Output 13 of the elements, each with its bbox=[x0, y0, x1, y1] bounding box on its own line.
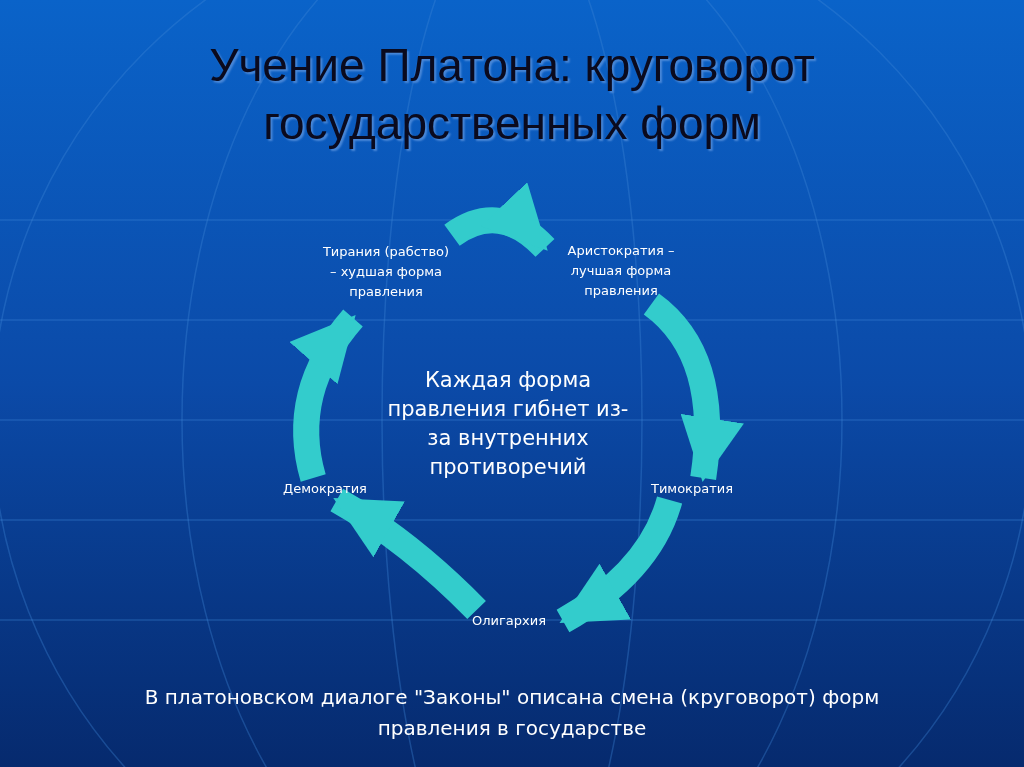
center-note: Каждая форма правления гибнет из-за внутренних противоречий bbox=[386, 367, 630, 481]
footer-note: В платоновском диалоге "Законы" описана смена (круговорот) форм правления в государстве bbox=[143, 684, 881, 742]
curved-arrow bbox=[330, 488, 486, 620]
curved-arrow bbox=[556, 496, 682, 633]
stage-label: Олигархия bbox=[472, 612, 546, 630]
curved-arrow bbox=[643, 293, 743, 482]
stage-label: Тирания (рабство) – худшая форма правления bbox=[321, 243, 451, 301]
curved-arrow bbox=[444, 183, 555, 258]
title: Учение Платона: круговорот государственных форм bbox=[208, 38, 816, 151]
stage-label: Демократия bbox=[283, 480, 367, 498]
stage-label: Аристократия – лучшая форма правления bbox=[566, 242, 676, 300]
stage-label: Тимократия bbox=[650, 480, 734, 498]
curved-arrow bbox=[290, 309, 364, 482]
